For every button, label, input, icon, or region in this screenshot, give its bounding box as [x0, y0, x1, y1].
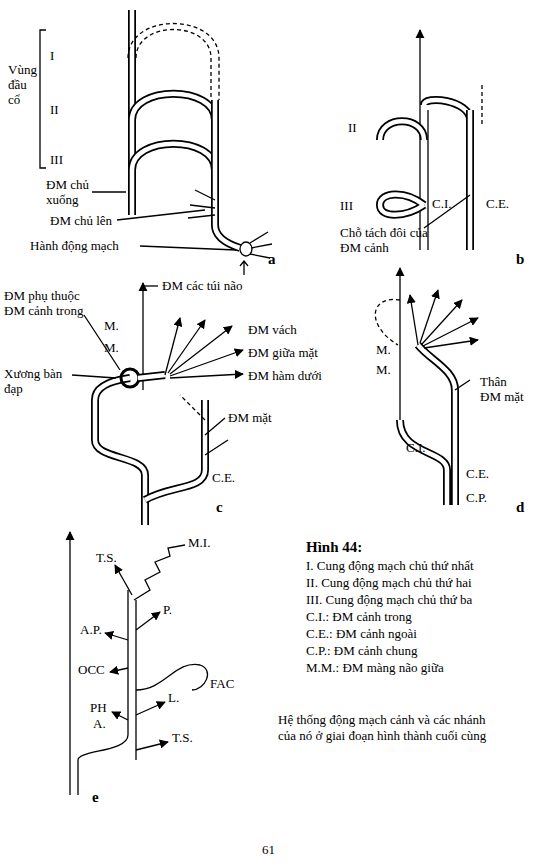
anatomy-label: M.M.: ĐM màng não giữa	[306, 660, 444, 675]
figure-a	[40, 10, 272, 275]
anatomy-label: T.S.	[96, 550, 117, 565]
anatomy-label: FAC	[210, 676, 234, 691]
anatomy-label: A.P.	[80, 622, 102, 637]
anatomy-label: P.	[163, 602, 172, 617]
anatomy-label: 61	[262, 842, 275, 857]
figure-number: Hình 44:	[306, 540, 362, 555]
figure-letter: e	[92, 790, 99, 805]
anatomy-label: III	[340, 198, 353, 213]
anatomy-label: C.E.: ĐM cảnh ngoài	[306, 626, 417, 641]
figure-e	[70, 532, 208, 795]
figure-caption: Hệ thống động mạch cảnh và các nhánh của…	[278, 712, 493, 744]
anatomy-label: OCC	[78, 662, 105, 677]
anatomy-label: II	[348, 120, 357, 135]
anatomy-label: Vùng đầu cổ	[8, 62, 42, 107]
figure-c	[72, 283, 243, 525]
anatomy-label: T.S.	[172, 730, 193, 745]
anatomy-label: M.	[376, 362, 391, 377]
anatomy-label: M.	[376, 342, 391, 357]
anatomy-label: ĐM phụ thuộc ĐM cảnh trong	[4, 288, 88, 318]
anatomy-label: C.I.	[406, 440, 426, 455]
figure-letter: a	[268, 252, 276, 267]
anatomy-label: Chỗ tách đôi của ĐM cảnh	[340, 225, 440, 255]
anatomy-label: C.P.	[466, 490, 487, 505]
anatomy-label: A.	[93, 716, 106, 731]
anatomy-label: I. Cung động mạch chủ thứ nhất	[306, 558, 474, 573]
anatomy-label: C.E.	[486, 196, 509, 211]
figure-letter: d	[516, 500, 524, 515]
anatomy-label: ĐM chủ lên	[50, 213, 112, 228]
anatomy-label: C.E.	[212, 470, 235, 485]
anatomy-label: C.I.: ĐM cảnh trong	[306, 609, 412, 624]
anatomy-label: C.I.	[432, 196, 452, 211]
anatomy-label: ĐM vách	[248, 322, 297, 337]
anatomy-label: III. Cung động mạch chủ thứ ba	[306, 592, 472, 607]
anatomy-label: Thân ĐM mặt	[480, 374, 530, 404]
anatomy-label: ĐM hàm dưới	[248, 368, 322, 383]
anatomy-label: ĐM giữa mặt	[248, 345, 318, 360]
anatomy-label: Hành động mạch	[30, 238, 119, 253]
anatomy-label: I	[50, 48, 54, 63]
anatomy-label: ĐM các túi não	[162, 278, 243, 293]
anatomy-label: M.I.	[188, 535, 210, 550]
anatomy-label: C.E.	[466, 466, 489, 481]
anatomy-label: M.	[104, 318, 119, 333]
anatomy-label: II. Cung động mạch chủ thứ hai	[306, 575, 472, 590]
anatomy-label: PH	[90, 700, 107, 715]
anatomy-label: L.	[168, 690, 179, 705]
anatomy-label: M.	[104, 340, 119, 355]
anatomy-label: Xương bàn đạp	[4, 366, 74, 396]
figure-d	[375, 268, 478, 505]
figure-letter: b	[516, 252, 524, 267]
anatomy-label: ĐM chủ xuống	[46, 177, 94, 207]
figure-letter: c	[216, 500, 223, 515]
anatomy-label: II	[50, 102, 59, 117]
anatomy-label: C.P.: ĐM cảnh chung	[306, 643, 418, 658]
figure-b	[380, 30, 482, 250]
anatomy-label: ĐM mặt	[228, 410, 272, 425]
anatomy-label: III	[50, 152, 63, 167]
